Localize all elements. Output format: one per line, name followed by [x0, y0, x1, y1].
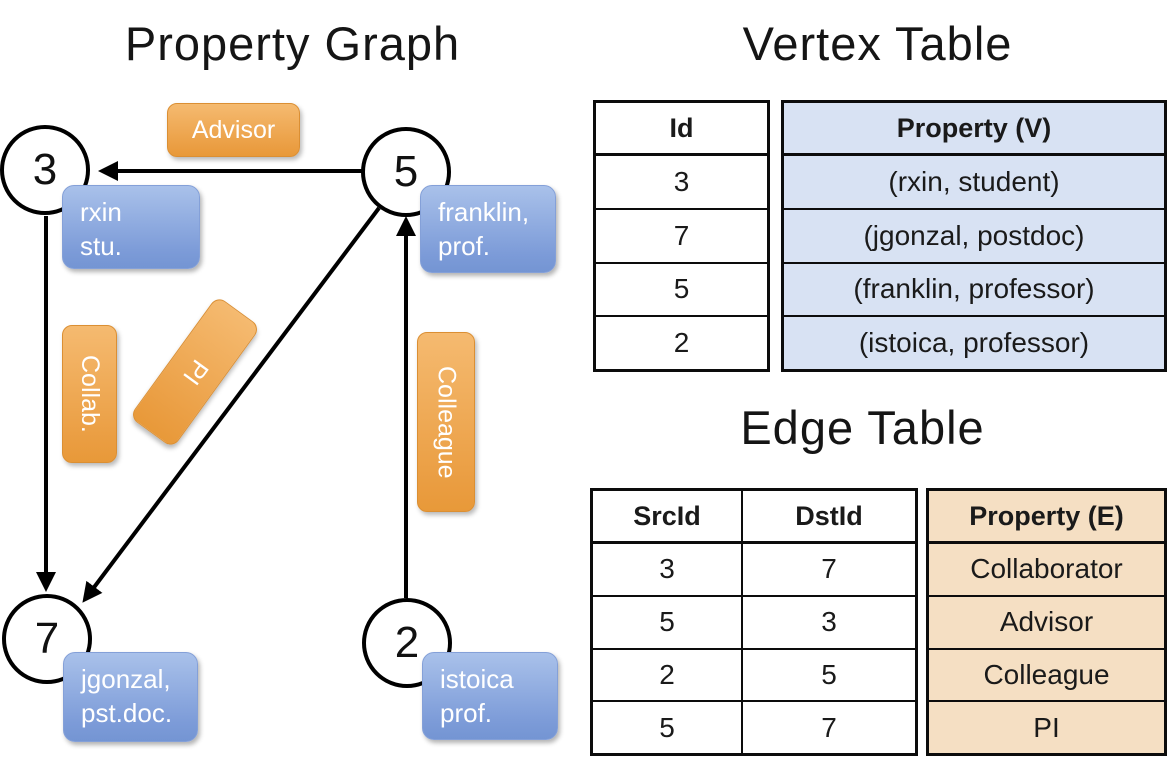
vertex-table-property-cell: (franklin, professor) — [784, 263, 1164, 318]
property-graph-title: Property Graph — [124, 17, 461, 70]
vertex-property-line: franklin, — [438, 197, 530, 227]
edge-label-advisor: Advisor — [167, 103, 300, 157]
edge-table-src-cell: 5 — [659, 711, 675, 743]
edge-table-dst-cell: 3 — [743, 597, 915, 650]
edge-label-colleague: Colleague — [417, 332, 475, 512]
edge-table-property-cell: PI — [929, 702, 1164, 753]
vertex-table-id-cell: 3 — [596, 156, 767, 210]
vertex-node-5: 5 — [361, 127, 451, 217]
vertex-table-property-column: Property (V) (rxin, student) (jgonzal, p… — [781, 100, 1167, 372]
vertex-table-header-property: Property (V) — [784, 103, 1164, 156]
edge-table-dst-cell: 7 — [743, 544, 915, 597]
vertex-property-box-7: jgonzal, pst.doc. — [63, 652, 198, 742]
edge-label-collab: Collab. — [62, 325, 117, 463]
edge-table-id-columns: SrcId 3 5 2 5 DstId 7 3 5 7 — [590, 488, 918, 756]
vertex-property-line: pst.doc. — [81, 698, 173, 728]
vertex-property-box-2: istoica prof. — [422, 652, 558, 740]
vertex-property-line: istoica — [440, 664, 514, 694]
vertex-property-line: prof. — [438, 231, 491, 261]
vertex-table-header-id: Id — [596, 103, 767, 156]
vertex-property-box-5: franklin, prof. — [420, 185, 556, 273]
vertex-table-id-cell: 2 — [673, 327, 690, 359]
edge-table-src-cell: 5 — [593, 597, 741, 650]
edge-table-property-cell: Colleague — [929, 649, 1164, 703]
vertex-node-2: 2 — [362, 598, 452, 688]
edge-table-property-cell: Collaborator — [929, 544, 1164, 597]
edge-table-src-cell: 2 — [593, 650, 741, 703]
vertex-property-line: rxin — [80, 197, 122, 227]
edge-5-to-7 — [82, 206, 381, 603]
vertex-table-property-cell: (istoica, professor) — [784, 317, 1164, 369]
edge-table-header-dstid: DstId — [743, 491, 915, 544]
vertex-property-line: jgonzal, — [81, 664, 171, 694]
vertex-table-property-cell: (rxin, student) — [784, 156, 1164, 210]
vertex-table-title: Vertex Table — [742, 17, 1013, 70]
edge-table-dst-column: DstId 7 3 5 7 — [743, 491, 915, 753]
edge-table-src-cell: 3 — [593, 544, 741, 597]
vertex-table-id-cell: 7 — [596, 210, 767, 264]
edge-table-title: Edge Table — [740, 401, 985, 454]
vertex-property-box-3: rxin stu. — [62, 185, 200, 269]
edge-table-header-property: Property (E) — [929, 491, 1164, 544]
edge-table-src-column: SrcId 3 5 2 5 — [593, 491, 743, 753]
edge-table-property-column: Property (E) Collaborator Advisor Collea… — [926, 488, 1167, 756]
edge-table-dst-cell: 7 — [821, 711, 837, 743]
graph-edges — [36, 161, 416, 603]
edge-table-dst-cell: 5 — [743, 650, 915, 703]
vertex-table-id-column: Id 3 7 5 2 — [593, 100, 770, 372]
vertex-property-line: stu. — [80, 231, 122, 261]
vertex-property-line: prof. — [440, 698, 493, 728]
vertex-table-id-cell: 5 — [596, 264, 767, 318]
edge-table-header-srcid: SrcId — [593, 491, 741, 544]
edge-table-property-cell: Advisor — [929, 596, 1164, 650]
vertex-table-property-cell: (jgonzal, postdoc) — [784, 209, 1164, 264]
